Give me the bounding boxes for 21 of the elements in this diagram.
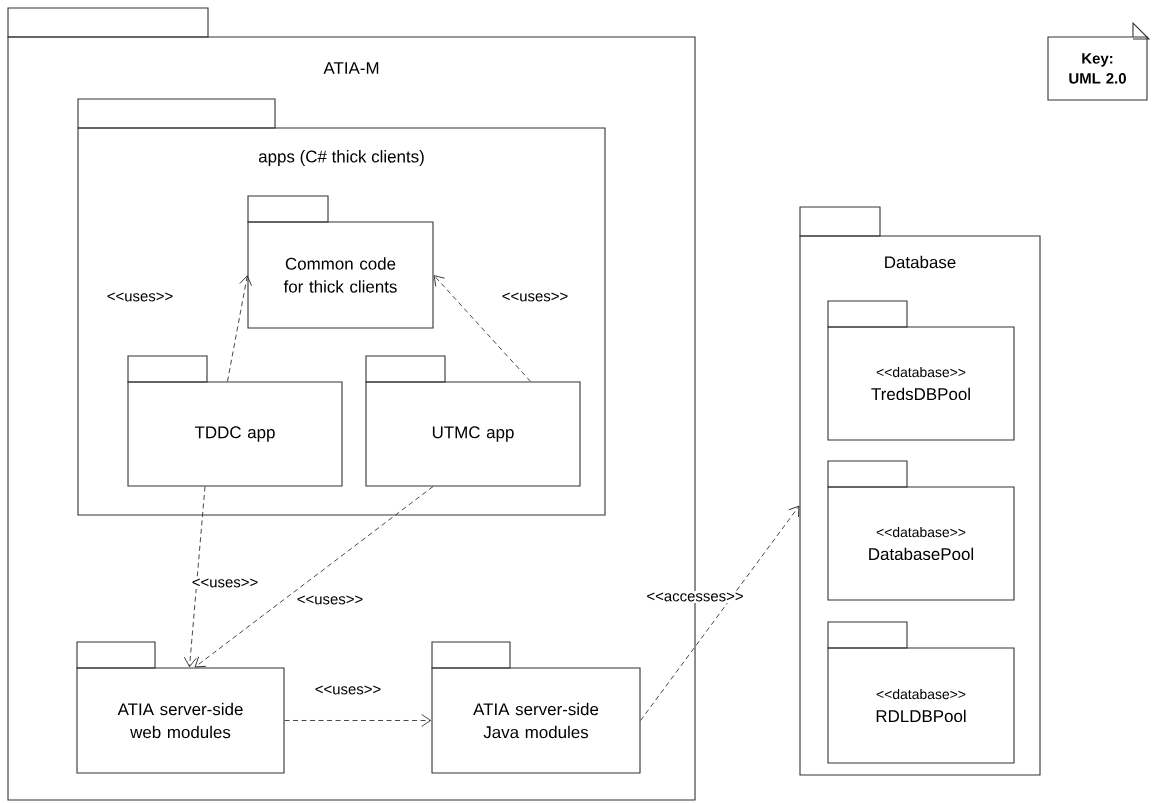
package-box: <<database>> RDLDBPool (827, 621, 1015, 764)
package-box: <<database>> DatabasePool (827, 460, 1015, 601)
package-box: UTMC app (365, 355, 581, 487)
edge-label: <<uses>> (190, 577, 260, 589)
arrow (640, 505, 800, 721)
arrow (227, 275, 252, 382)
arrow (194, 486, 434, 668)
package-box: ATIA server-side Java modules (431, 641, 641, 774)
arrow (433, 275, 531, 382)
edge-label: <<uses>> (295, 594, 365, 606)
package-box: ATIA server-side web modules (76, 641, 285, 774)
package-box: Common code for thick clients (247, 195, 434, 329)
edge-label: <<uses>> (313, 684, 383, 696)
arrow (183, 486, 206, 668)
package-box: <<database>> TredsDBPool (827, 300, 1015, 441)
note-box: Key: UML 2.0 (1047, 21, 1151, 101)
package-box: TDDC app (127, 355, 343, 487)
edge-label: <<uses>> (105, 291, 175, 303)
edge-label: <<uses>> (500, 291, 570, 303)
arrow (284, 714, 432, 727)
edge-label: <<accesses>> (644, 591, 746, 603)
